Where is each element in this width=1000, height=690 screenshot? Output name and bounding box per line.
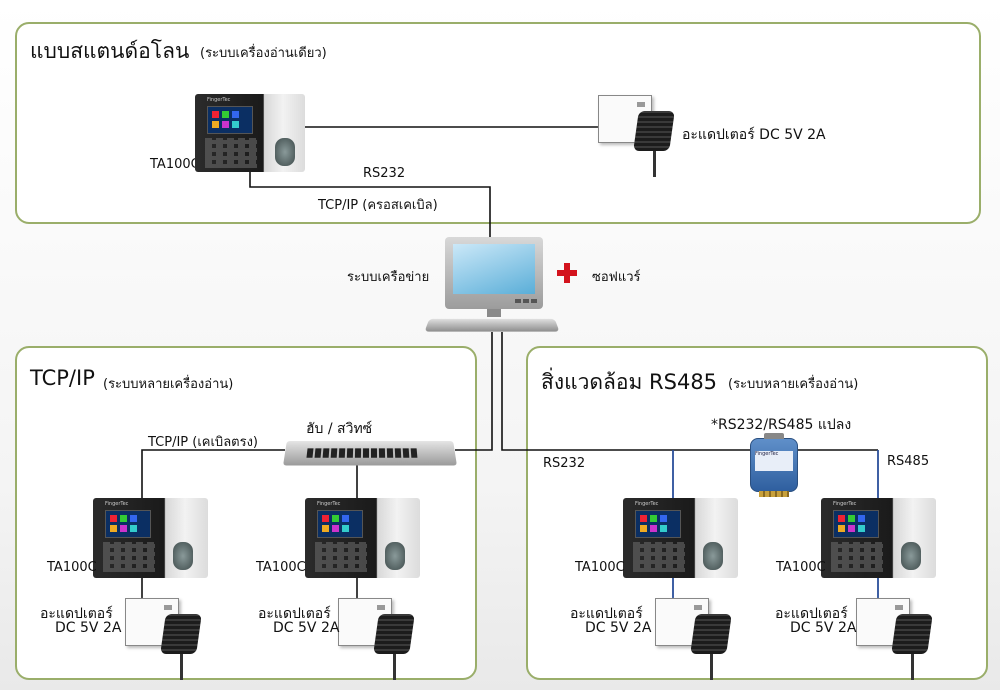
computer-monitor-icon <box>445 237 543 309</box>
network-switch-icon <box>283 441 457 466</box>
wire-switch-device-1 <box>141 449 285 500</box>
switch-label: ฮับ / สวิทซ์ <box>306 421 373 437</box>
standalone-device-label: TA100C <box>150 157 200 172</box>
wire-pc-rs232 <box>501 332 750 451</box>
rs485-panel-subtitle: (ระบบหลายเครื่องอ่าน) <box>728 377 859 392</box>
tcp-adapter-1-line1: อะแดปเตอร์ <box>40 606 113 622</box>
ta100c-device-standalone: FingerTec <box>195 94 305 172</box>
ta100c-device-tcp-2: FingerTec <box>305 498 420 578</box>
network-label: ระบบเครือข่าย <box>347 270 430 285</box>
rs485-adapter-1-line2: DC 5V 2A <box>585 620 652 636</box>
standalone-subtitle: (ระบบเครื่องอ่านเดียว) <box>200 46 327 61</box>
power-adapter-rs485-1 <box>655 598 745 683</box>
ta100c-device-rs485-2: FingerTec <box>821 498 936 578</box>
tcp-device-1-label: TA100C <box>47 560 97 575</box>
power-adapter-rs485-2 <box>856 598 946 683</box>
converter-label: *RS232/RS485 แปลง <box>711 417 852 433</box>
power-adapter-tcp-1 <box>125 598 215 683</box>
rs232-bus-label: RS232 <box>543 456 586 471</box>
monitor-stand <box>487 309 501 317</box>
wire-standalone-pc <box>249 170 491 238</box>
tcp-adapter-1-line2: DC 5V 2A <box>55 620 122 636</box>
rs485-bus-label: RS485 <box>887 454 930 469</box>
tcp-panel-title: TCP/IP <box>30 366 95 390</box>
rs485-device-1-label: TA100C <box>575 560 625 575</box>
wire-pc-switch <box>455 332 493 451</box>
rs232-rs485-converter-icon: FingerTec <box>750 433 798 497</box>
rs485-adapter-1-line1: อะแดปเตอร์ <box>570 606 643 622</box>
ta100c-device-tcp-1: FingerTec <box>93 498 208 578</box>
tcp-panel-subtitle: (ระบบหลายเครื่องอ่าน) <box>103 377 234 392</box>
keyboard-icon <box>424 318 560 332</box>
rs232-link-label: RS232 <box>363 166 406 181</box>
plus-icon <box>557 263 577 283</box>
rs485-panel-title: สิ่งแวดล้อม RS485 <box>541 370 718 394</box>
tcp-adapter-2-line1: อะแดปเตอร์ <box>258 606 331 622</box>
straight-cable-label: TCP/IP (เคเบิลตรง) <box>148 435 258 450</box>
standalone-adapter-label: อะแดปเตอร์ DC 5V 2A <box>682 127 826 143</box>
rs485-adapter-2-line1: อะแดปเตอร์ <box>775 606 848 622</box>
tcp-device-2-label: TA100C <box>256 560 306 575</box>
tcp-adapter-2-line2: DC 5V 2A <box>273 620 340 636</box>
power-adapter-tcp-2 <box>338 598 428 683</box>
ta100c-device-rs485-1: FingerTec <box>623 498 738 578</box>
rs485-adapter-2-line2: DC 5V 2A <box>790 620 857 636</box>
power-adapter-standalone <box>598 95 688 180</box>
software-label: ซอฟแวร์ <box>592 270 641 285</box>
standalone-panel <box>15 22 981 224</box>
crossover-link-label: TCP/IP (ครอสเคเบิล) <box>318 198 438 213</box>
standalone-title: แบบสแตนด์อโลน <box>30 39 190 63</box>
rs485-device-2-label: TA100C <box>776 560 826 575</box>
